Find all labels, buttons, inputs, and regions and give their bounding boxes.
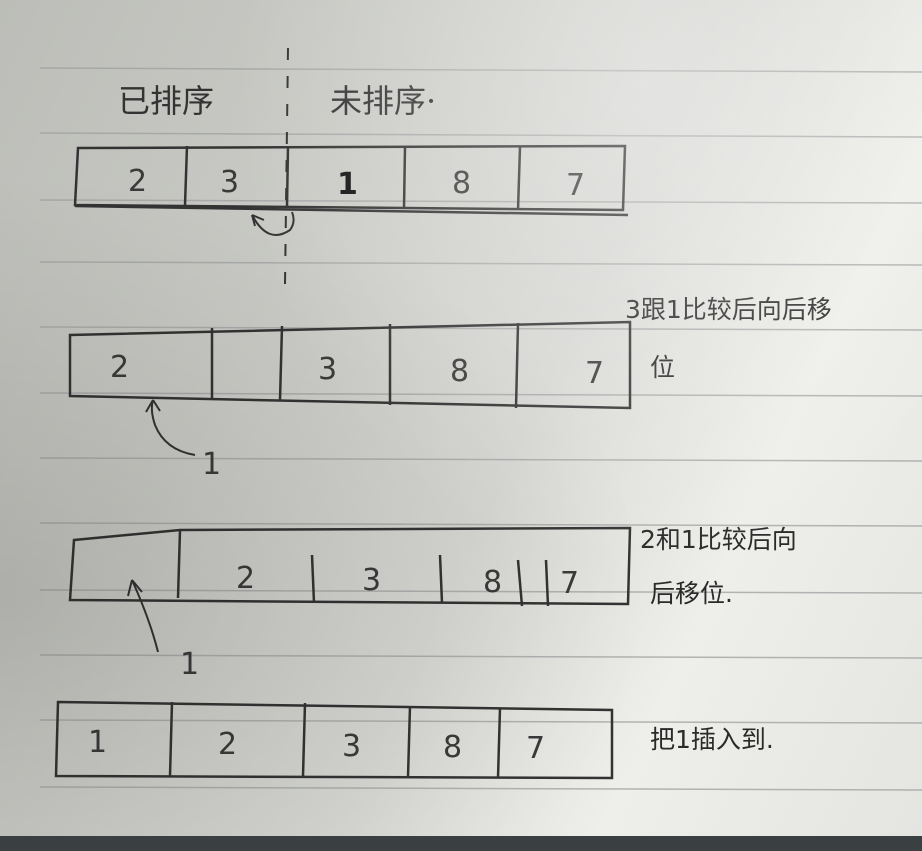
note-step3-line1: 2和1比较后向 <box>640 525 797 554</box>
note-step2-line1: 3跟1比较后向后移 <box>625 295 832 324</box>
row-3-cell-4: 8 <box>483 565 502 600</box>
row-4-array <box>54 700 614 780</box>
row-4-cell-1: 1 <box>88 725 107 760</box>
row-3-cell-5: 7 <box>560 566 579 601</box>
row-2-moving-value: 1 <box>202 447 221 482</box>
ruled-lines <box>39 67 922 791</box>
note-step2-line2: 位 <box>650 353 675 382</box>
row-1-array <box>73 144 629 217</box>
row-2-array <box>68 320 632 410</box>
row-1-cell-2: 3 <box>220 165 239 200</box>
unsorted-label: 未排序· <box>330 82 436 120</box>
page-edge <box>0 836 922 851</box>
move-arrow-2 <box>150 399 196 456</box>
row-3-moving-value: 1 <box>180 647 199 682</box>
row-1-cell-3: 1 <box>337 167 358 202</box>
row-3-cell-3: 3 <box>362 563 381 598</box>
row-4-cell-2: 2 <box>218 727 237 762</box>
row-1-cell-1: 2 <box>128 164 147 199</box>
note-step4-line1: 把1插入到. <box>650 725 774 754</box>
row-2-cell-1: 2 <box>110 350 129 385</box>
row-4-cell-4: 8 <box>443 730 462 765</box>
move-arrow-3 <box>131 579 159 653</box>
row-1-cell-4: 8 <box>452 166 471 201</box>
note-step3-line2: 后移位. <box>650 579 733 608</box>
row-4-cell-3: 3 <box>342 729 361 764</box>
row-3-cell-2: 2 <box>236 561 255 596</box>
row-3-array <box>68 526 632 607</box>
row-4-cell-5: 7 <box>526 731 545 766</box>
row-2-cell-5: 7 <box>585 356 604 391</box>
row-2-cell-3: 3 <box>318 352 337 387</box>
row-1-cell-5: 7 <box>566 168 585 203</box>
swap-arrow <box>251 211 295 236</box>
sorted-label: 已排序 <box>118 82 214 120</box>
row-2-cell-4: 8 <box>450 354 469 389</box>
